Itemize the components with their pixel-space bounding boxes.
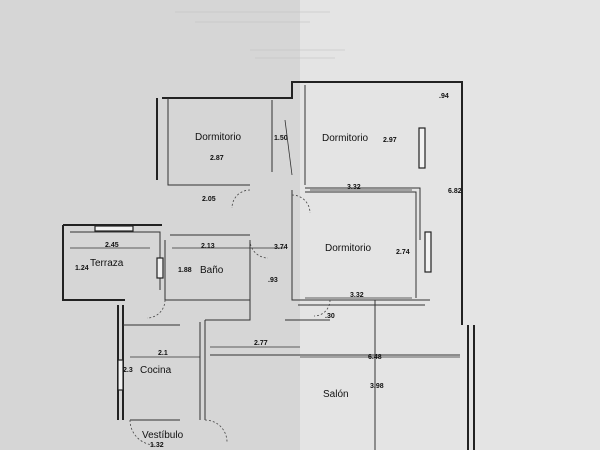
- dim-label: 3.98: [370, 383, 384, 390]
- dim-label: .93: [268, 277, 278, 284]
- dim-label: 2.13: [201, 243, 215, 250]
- dim-label: 2.87: [210, 155, 224, 162]
- dim-label: 6.82: [448, 188, 462, 195]
- dim-label: 3.32: [347, 184, 361, 191]
- room-labels: Dormitorio Dormitorio Dormitorio Terraza…: [90, 132, 372, 441]
- dim-label: 1.88: [178, 267, 192, 274]
- window-bano: [156, 257, 164, 279]
- window-dormitorio-2: [418, 127, 426, 169]
- bleed-through-text: [175, 11, 345, 59]
- paper-highlight: [300, 0, 600, 450]
- dim-label: 2.1: [158, 350, 168, 357]
- label-dormitorio-2: Dormitorio: [322, 133, 369, 144]
- label-cocina: Cocina: [140, 365, 172, 376]
- label-vestibulo: Vestíbulo: [142, 430, 184, 441]
- dim-label: 1.50: [274, 135, 288, 142]
- dim-label: 2.77: [254, 340, 268, 347]
- interior-walls: [70, 85, 460, 450]
- dim-label: 2.45: [105, 242, 119, 249]
- dimension-lines: [70, 189, 460, 358]
- door-swings: [129, 119, 331, 446]
- dim-label: 2.05: [202, 196, 216, 203]
- window-cocina: [117, 359, 124, 391]
- dim-label: 3.74: [274, 244, 288, 251]
- dim-label: 1.32: [150, 442, 164, 449]
- windows: [94, 127, 432, 391]
- dim-label: 2.97: [383, 137, 397, 144]
- dim-label: 2.74: [396, 249, 410, 256]
- dim-label: .30: [325, 313, 335, 320]
- label-terraza: Terraza: [90, 258, 124, 269]
- dim-label: 3.32: [350, 292, 364, 299]
- dim-label: .94: [439, 93, 449, 100]
- dim-label: 1.24: [75, 265, 89, 272]
- window-terraza: [94, 225, 134, 232]
- label-dormitorio-1: Dormitorio: [195, 132, 242, 143]
- label-salon: Salón: [323, 389, 349, 400]
- label-dormitorio-3: Dormitorio: [325, 243, 372, 254]
- dim-label: 6.48: [368, 354, 382, 361]
- dim-label: 2.3: [123, 367, 133, 374]
- wardrobe-diagonal: [284, 119, 293, 176]
- window-dormitorio-3: [424, 231, 432, 273]
- label-bano: Baño: [200, 265, 224, 276]
- dimension-labels: 2.87 1.50 2.97 .94 2.05 3.32 6.82 2.45 2…: [75, 93, 462, 449]
